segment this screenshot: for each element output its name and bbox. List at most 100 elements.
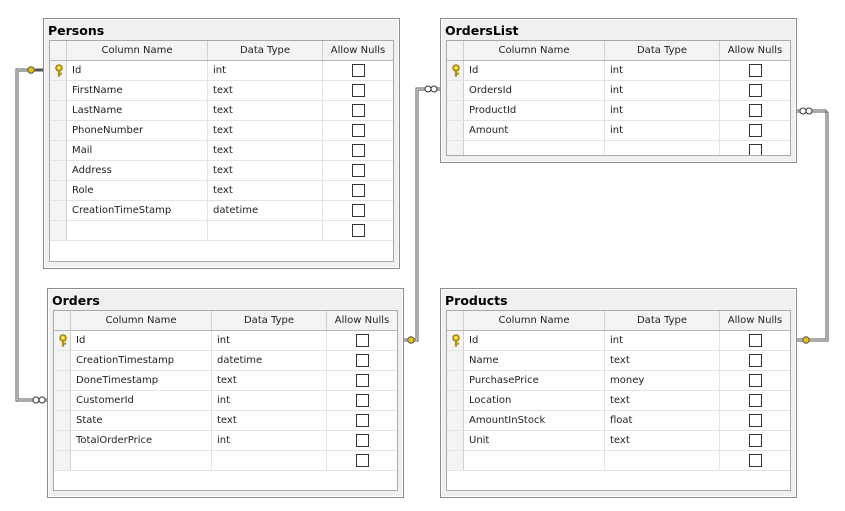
data-type-cell[interactable]: text xyxy=(605,431,720,450)
row-selector[interactable] xyxy=(447,411,464,430)
column-name-header[interactable]: Column Name xyxy=(71,311,212,330)
column-name-cell[interactable]: State xyxy=(71,411,212,430)
allow-nulls-checkbox[interactable] xyxy=(749,414,762,427)
column-name-cell[interactable]: CreationTimestamp xyxy=(71,351,212,370)
column-name-cell[interactable] xyxy=(464,141,605,155)
allow-nulls-header[interactable]: Allow Nulls xyxy=(334,315,390,326)
column-name-cell[interactable] xyxy=(464,451,605,470)
allow-nulls-header[interactable]: Allow Nulls xyxy=(330,45,386,56)
row-selector[interactable] xyxy=(447,371,464,390)
allow-nulls-header[interactable]: Allow Nulls xyxy=(727,315,783,326)
column-name-cell[interactable]: Mail xyxy=(67,141,208,160)
row-selector[interactable] xyxy=(447,431,464,450)
row-selector[interactable] xyxy=(50,161,67,180)
row-selector[interactable] xyxy=(50,61,67,80)
data-type-header[interactable]: Data Type xyxy=(605,41,720,60)
row-selector[interactable] xyxy=(54,331,71,350)
row-selector[interactable] xyxy=(54,431,71,450)
column-name-cell[interactable]: LastName xyxy=(67,101,208,120)
allow-nulls-checkbox[interactable] xyxy=(749,144,762,155)
allow-nulls-checkbox[interactable] xyxy=(352,64,365,77)
table-title[interactable]: Persons xyxy=(48,23,105,38)
data-type-cell[interactable]: int xyxy=(212,391,327,410)
data-type-cell[interactable]: money xyxy=(605,371,720,390)
data-type-cell[interactable]: text xyxy=(208,121,323,140)
column-name-cell[interactable]: TotalOrderPrice xyxy=(71,431,212,450)
row-selector-header[interactable] xyxy=(50,41,67,60)
column-name-cell[interactable] xyxy=(71,451,212,470)
column-name-header[interactable]: Column Name xyxy=(464,41,605,60)
data-type-header[interactable]: Data Type xyxy=(208,41,323,60)
allow-nulls-checkbox[interactable] xyxy=(749,124,762,137)
data-type-cell[interactable]: text xyxy=(605,351,720,370)
data-type-cell[interactable]: text xyxy=(212,411,327,430)
column-name-cell[interactable]: Location xyxy=(464,391,605,410)
allow-nulls-checkbox[interactable] xyxy=(352,84,365,97)
data-type-cell[interactable]: int xyxy=(605,121,720,140)
allow-nulls-checkbox[interactable] xyxy=(356,334,369,347)
row-selector[interactable] xyxy=(447,391,464,410)
allow-nulls-checkbox[interactable] xyxy=(749,434,762,447)
row-selector[interactable] xyxy=(54,411,71,430)
table-title[interactable]: Products xyxy=(445,293,508,308)
new-column-row[interactable] xyxy=(50,221,393,241)
data-type-cell[interactable]: int xyxy=(605,61,720,80)
row-selector[interactable] xyxy=(447,101,464,120)
row-selector[interactable] xyxy=(50,181,67,200)
column-name-header[interactable]: Column Name xyxy=(67,41,208,60)
data-type-cell[interactable]: int xyxy=(212,431,327,450)
data-type-cell[interactable] xyxy=(605,141,720,155)
table-title[interactable]: OrdersList xyxy=(445,23,519,38)
allow-nulls-checkbox[interactable] xyxy=(352,224,365,237)
data-type-cell[interactable]: text xyxy=(208,141,323,160)
column-name-header[interactable]: Column Name xyxy=(464,311,605,330)
row-selector[interactable] xyxy=(50,141,67,160)
row-selector[interactable] xyxy=(54,351,71,370)
table-title[interactable]: Orders xyxy=(52,293,100,308)
data-type-cell[interactable]: float xyxy=(605,411,720,430)
column-name-cell[interactable]: Id xyxy=(67,61,208,80)
row-selector[interactable] xyxy=(50,101,67,120)
row-selector[interactable] xyxy=(54,371,71,390)
column-name-cell[interactable]: ProductId xyxy=(464,101,605,120)
row-selector[interactable] xyxy=(50,81,67,100)
new-column-row[interactable] xyxy=(447,141,790,155)
allow-nulls-checkbox[interactable] xyxy=(749,374,762,387)
data-type-cell[interactable] xyxy=(212,451,327,470)
column-name-cell[interactable]: Unit xyxy=(464,431,605,450)
row-selector[interactable] xyxy=(447,141,464,155)
column-name-cell[interactable]: PurchasePrice xyxy=(464,371,605,390)
allow-nulls-checkbox[interactable] xyxy=(749,104,762,117)
new-column-row[interactable] xyxy=(54,451,397,471)
allow-nulls-checkbox[interactable] xyxy=(352,204,365,217)
allow-nulls-checkbox[interactable] xyxy=(352,184,365,197)
allow-nulls-checkbox[interactable] xyxy=(356,394,369,407)
data-type-cell[interactable]: int xyxy=(212,331,327,350)
allow-nulls-checkbox[interactable] xyxy=(749,354,762,367)
data-type-header[interactable]: Data Type xyxy=(605,311,720,330)
row-selector[interactable] xyxy=(50,121,67,140)
row-selector[interactable] xyxy=(50,201,67,220)
column-name-cell[interactable]: OrdersId xyxy=(464,81,605,100)
relationship-orders-orderslist[interactable] xyxy=(404,85,440,344)
allow-nulls-checkbox[interactable] xyxy=(352,124,365,137)
data-type-header[interactable]: Data Type xyxy=(212,311,327,330)
column-name-cell[interactable]: Name xyxy=(464,351,605,370)
row-selector[interactable] xyxy=(54,391,71,410)
